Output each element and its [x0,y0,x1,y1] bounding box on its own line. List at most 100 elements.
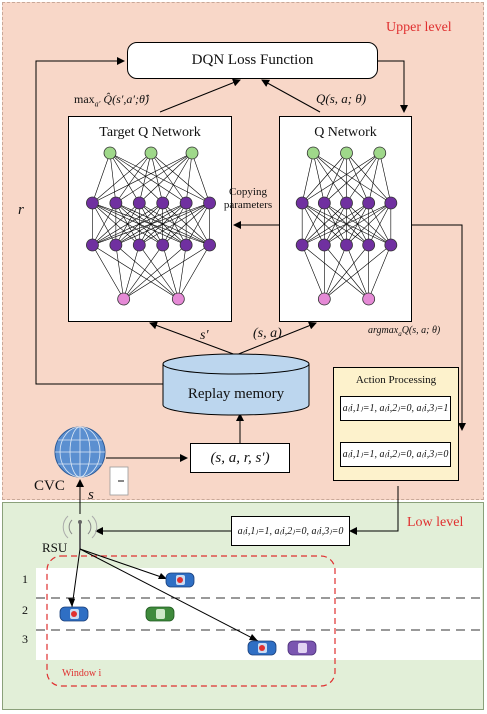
network-edge [313,152,347,204]
network-edge [109,152,187,204]
network-edge [346,152,392,204]
network-edge [92,152,152,204]
network-node [340,196,353,210]
state-action-label: (s, a) [253,326,282,341]
network-edge [139,152,193,204]
network-node [362,196,376,210]
next-state-label: s′ [200,328,209,343]
network-node [109,238,123,252]
network-edge [109,152,140,204]
network-edge [92,202,140,246]
network-edge [185,202,210,246]
network-node [132,238,146,252]
max-expression: Q̂(s′,a′;θ̂) [103,92,149,106]
network-edge [115,244,124,300]
argmax-subscript: a [398,330,402,338]
network-edge [150,152,187,204]
network-edge [92,202,210,246]
network-edge [178,244,210,300]
network-edge [301,152,314,204]
vehicle-lane1 [165,572,195,588]
q-network-title: Q Network [314,125,377,140]
network-edge [139,202,210,246]
network-node [86,238,99,252]
lane-1-label: 1 [22,572,28,586]
target-q-network-title: Target Q Network [99,125,201,140]
upper-level-label: Upper level [386,20,452,35]
action-processing-panel: Action Processing a₍i,1₎=1, a₍i,2₎=0, a₍… [333,367,459,481]
network-edge [301,152,347,204]
network-node [144,146,158,160]
network-node [362,292,376,306]
network-node [384,238,398,252]
network-edge [302,152,380,204]
network-node [132,196,146,210]
network-node [317,238,331,252]
network-edge [109,152,210,204]
network-edge [324,152,347,204]
max-subscript: a′ [94,99,101,109]
network-node [156,196,170,210]
lower-level-label: Low level [407,515,464,530]
network-edge [92,152,111,204]
network-edge [324,202,391,246]
rsu-label: RSU [42,540,68,555]
network-edge [123,244,163,300]
network-node [340,238,353,252]
network-edge [185,152,193,204]
state-s-label: s [88,487,94,503]
network-edge [123,244,210,300]
network-edge [302,202,391,246]
window-label: Window i [62,668,102,679]
cvc-label: CVC [34,478,65,494]
target-q-network-box: Target Q Network [68,116,232,322]
network-edge [138,152,152,204]
network-node [103,146,117,160]
network-node [317,196,331,210]
action-processing-title: Action Processing [355,374,437,386]
network-edge [109,152,117,204]
network-edge [346,202,392,246]
network-node [317,292,331,306]
network-edge [302,202,369,246]
network-node [340,146,353,160]
network-edge [346,152,369,204]
network-node [295,196,309,210]
max-text: max [74,92,95,106]
network-edge [324,244,347,300]
network-edge [178,244,187,300]
network-edge [92,152,193,204]
network-edge [92,244,179,300]
network-edge [379,152,392,204]
network-edge [150,152,210,204]
network-node [86,196,99,210]
network-edge [92,244,124,300]
lane-3-label: 3 [22,632,28,646]
network-edge [92,202,117,246]
target-network-graph [86,146,216,306]
network-edge [139,244,179,300]
network-edge [346,152,380,204]
argmax-text: argmax [368,325,399,336]
network-edge [115,244,179,300]
network-edge [324,244,392,300]
max-target-q-label: maxa′ Q̂(s′,a′;θ̂) [74,92,149,108]
network-edge [115,202,210,246]
network-edge [162,152,193,204]
replay-memory-label: Replay memory [187,385,285,402]
lane-2-label: 2 [22,603,28,617]
reward-label: r [18,202,24,218]
network-edge [312,152,325,204]
q-network-graph [295,146,398,306]
network-node [295,238,309,252]
network-edge [123,244,187,300]
dqn-loss-function-box: DQN Loss Function [127,42,378,79]
network-edge [368,244,392,300]
network-node [362,238,376,252]
network-edge [301,202,347,246]
